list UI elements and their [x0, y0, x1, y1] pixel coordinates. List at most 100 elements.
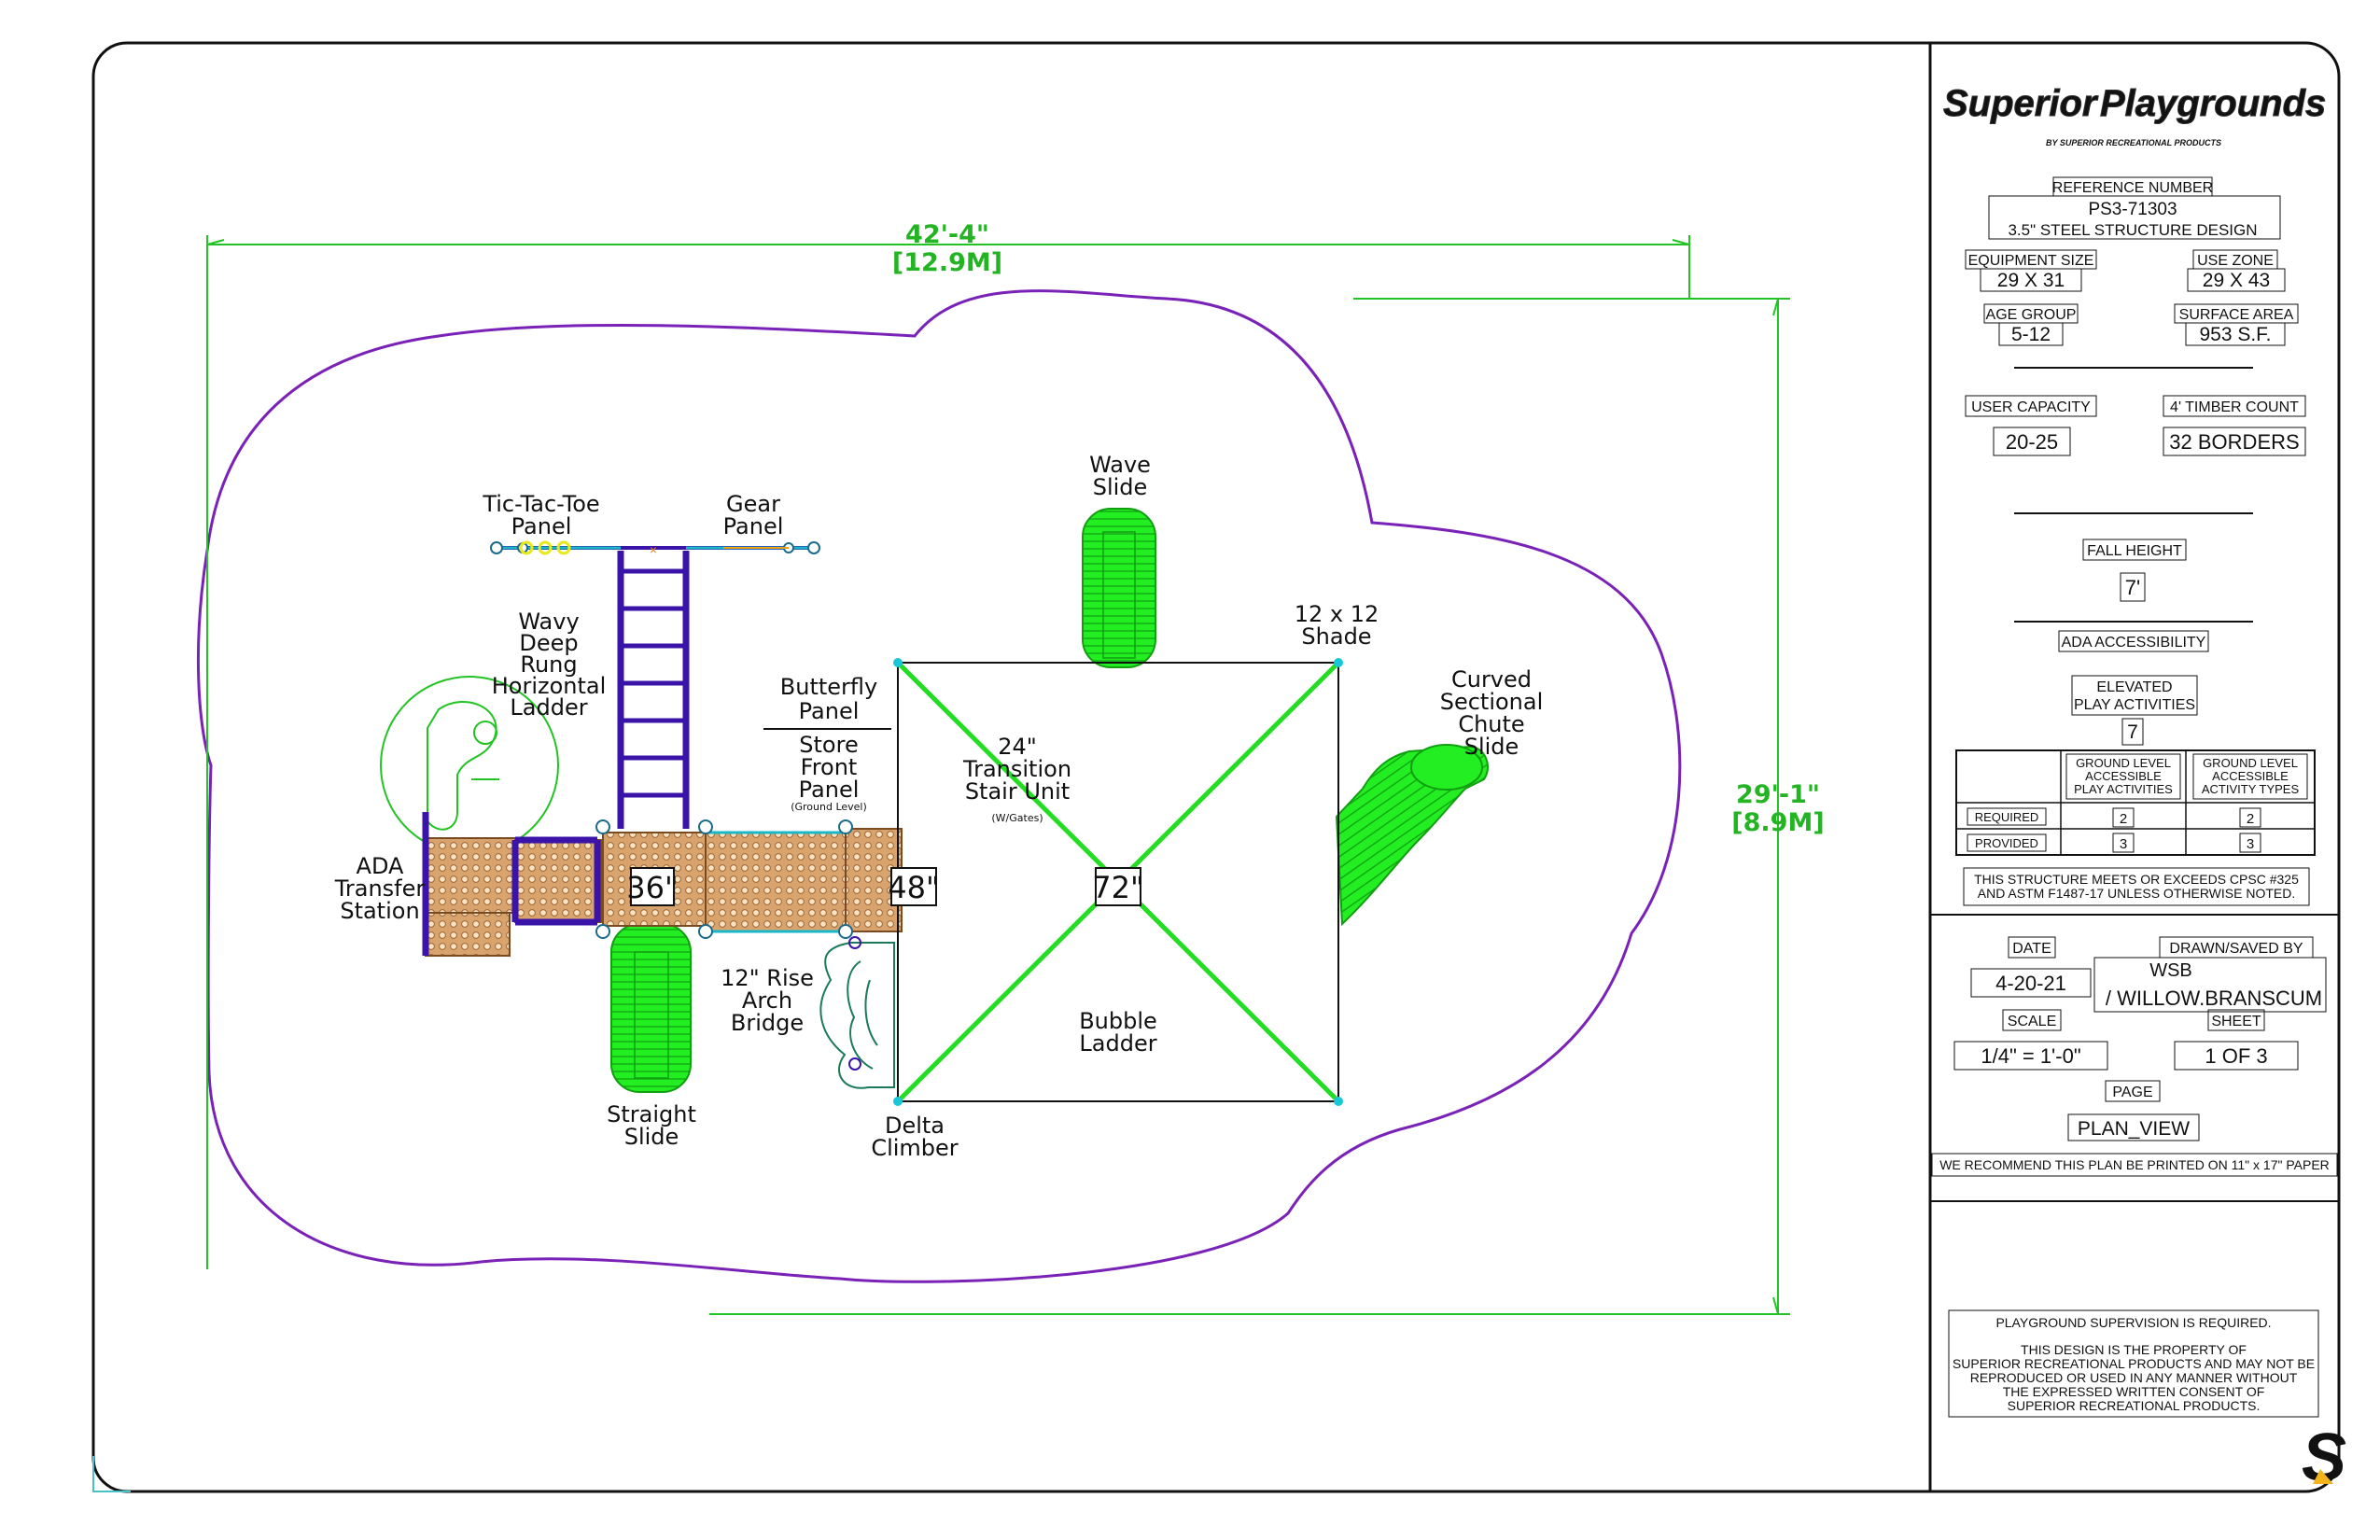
svg-text:Playgrounds: Playgrounds [2100, 83, 2326, 124]
svg-text:Ladder: Ladder [1079, 1030, 1156, 1057]
svg-text:Transition: Transition [962, 756, 1071, 782]
tb-surface-area: SURFACE AREA 953 S.F. [2174, 303, 2299, 346]
tb-activity-table: GROUND LEVEL ACCESSIBLE PLAY ACTIVITIES … [1955, 749, 2316, 856]
svg-text:Butterfly: Butterfly [780, 674, 877, 700]
straight-slide [610, 923, 692, 1093]
svg-text:Superior: Superior [1943, 83, 2099, 124]
svg-text:×: × [650, 542, 657, 557]
label-ada-transfer: ADA Transfer Station [334, 853, 426, 924]
label-delta-climber: Delta Climber [871, 1113, 958, 1161]
svg-text:Stair Unit: Stair Unit [965, 778, 1070, 805]
svg-text:PLAY ACTIVITIES: PLAY ACTIVITIES [2074, 782, 2173, 796]
label-tic-tac-toe: Tic-Tac-Toe Panel [482, 491, 599, 539]
svg-text:5-12: 5-12 [2011, 324, 2051, 345]
svg-text:Rung: Rung [520, 651, 577, 678]
tb-equipment-size: EQUIPMENT SIZE 29 X 31 [1965, 249, 2097, 292]
svg-text:1/4" = 1'-0": 1/4" = 1'-0" [1981, 1044, 2080, 1068]
steel-frame [422, 551, 690, 956]
svg-text:Chute: Chute [1458, 711, 1524, 737]
svg-text:GROUND LEVEL: GROUND LEVEL [2076, 756, 2171, 770]
svg-text:Wave: Wave [1089, 452, 1151, 478]
svg-text:SUPERIOR RECREATIONAL PRODUCTS: SUPERIOR RECREATIONAL PRODUCTS AND MAY N… [1953, 1356, 2315, 1371]
svg-text:12 x 12: 12 x 12 [1295, 601, 1379, 627]
width-dimension [206, 235, 1690, 1269]
svg-text:3.5" STEEL STRUCTURE DESIGN: 3.5" STEEL STRUCTURE DESIGN [2008, 221, 2257, 239]
svg-text:Arch: Arch [742, 987, 792, 1014]
tb-print-note: WE RECOMMEND THIS PLAN BE PRINTED ON 11"… [1931, 1153, 2338, 1177]
svg-text:WE RECOMMEND THIS PLAN BE PRIN: WE RECOMMEND THIS PLAN BE PRINTED ON 11"… [1939, 1157, 2330, 1172]
svg-text:ADA ACCESSIBILITY: ADA ACCESSIBILITY [2062, 635, 2206, 651]
svg-text:DATE: DATE [2012, 941, 2051, 957]
svg-text:Station: Station [340, 898, 419, 924]
svg-text:PS3-71303: PS3-71303 [2088, 200, 2177, 219]
svg-text:4-20-21: 4-20-21 [1995, 972, 2066, 995]
svg-text:WSB: WSB [2149, 960, 2192, 981]
width-dim-ft: 42'-4" [905, 220, 989, 249]
svg-text:ADA: ADA [357, 853, 404, 879]
label-straight-slide: Straight Slide [607, 1101, 696, 1150]
svg-text:THIS STRUCTURE MEETS OR EXCEED: THIS STRUCTURE MEETS OR EXCEEDS CPSC #32… [1974, 872, 2299, 887]
svg-text:Delta: Delta [885, 1113, 945, 1139]
svg-text:BY SUPERIOR RECREATIONAL PRODU: BY SUPERIOR RECREATIONAL PRODUCTS [2046, 138, 2221, 147]
deck-height-36: 36" [626, 867, 679, 906]
svg-text:Straight: Straight [607, 1101, 696, 1127]
sheet-border [91, 41, 2341, 1493]
svg-text:SUPERIOR RECREATIONAL PRODUCTS: SUPERIOR RECREATIONAL PRODUCTS. [2008, 1398, 2261, 1413]
width-dim-m: [12.9M] [892, 248, 1002, 277]
depth-dim-m: [8.9M] [1731, 808, 1824, 837]
label-wave-slide: Wave Slide [1089, 452, 1151, 500]
svg-text:Curved: Curved [1451, 666, 1532, 693]
tb-sheet: SHEET 1 OF 3 [2174, 1009, 2299, 1071]
svg-text:Bridge: Bridge [731, 1010, 804, 1036]
tb-cpsc-note: THIS STRUCTURE MEETS OR EXCEEDS CPSC #32… [1963, 867, 2310, 906]
svg-text:PLAY ACTIVITIES: PLAY ACTIVITIES [2074, 697, 2195, 713]
tb-user-capacity: USER CAPACITY 20-25 [1965, 395, 2097, 456]
svg-text:29 X 31: 29 X 31 [1997, 270, 2065, 291]
svg-text:(Ground Level): (Ground Level) [791, 801, 867, 813]
svg-text:Shade: Shade [1301, 623, 1371, 650]
svg-text:FALL HEIGHT: FALL HEIGHT [2087, 543, 2182, 559]
corner-s-logo: S [2302, 1421, 2346, 1495]
svg-text:REFERENCE NUMBER: REFERENCE NUMBER [2052, 180, 2213, 196]
tb-ada-accessibility: ADA ACCESSIBILITY ELEVATED PLAY ACTIVITI… [2058, 630, 2209, 746]
svg-text:THE EXPRESSED WRITTEN CONSENT: THE EXPRESSED WRITTEN CONSENT OF [2003, 1384, 2265, 1399]
tb-page: PAGE PLAN_VIEW [2067, 1080, 2200, 1141]
label-bubble-ladder: Bubble Ladder [1079, 1008, 1157, 1057]
svg-text:3: 3 [2247, 836, 2254, 852]
svg-text:Sectional: Sectional [1440, 689, 1544, 715]
svg-text:Transfer: Transfer [334, 875, 426, 902]
svg-text:3: 3 [2120, 836, 2127, 852]
label-shade: 12 x 12 Shade [1295, 601, 1379, 650]
svg-text:AND ASTM F1487-17 UNLESS OTHER: AND ASTM F1487-17 UNLESS OTHERWISE NOTED… [1978, 886, 2296, 901]
tb-property-note: PLAYGROUND SUPERVISION IS REQUIRED. THIS… [1948, 1309, 2319, 1418]
svg-text:4' TIMBER COUNT: 4' TIMBER COUNT [2170, 399, 2299, 415]
tb-age-group: AGE GROUP 5-12 [1983, 303, 2079, 346]
label-arch-bridge: 12" Rise Arch Bridge [721, 965, 814, 1036]
svg-text:12" Rise: 12" Rise [721, 965, 814, 991]
post-connectors [595, 819, 853, 939]
svg-text:GROUND LEVEL: GROUND LEVEL [2203, 756, 2298, 770]
depth-dimension [709, 298, 1790, 1315]
svg-text:Bubble: Bubble [1079, 1008, 1157, 1034]
tb-scale: SCALE 1/4" = 1'-0" [1953, 1009, 2108, 1071]
svg-text:1 OF 3: 1 OF 3 [2205, 1044, 2267, 1068]
svg-text:ACTIVITY TYPES: ACTIVITY TYPES [2202, 782, 2300, 796]
svg-text:Panel: Panel [511, 513, 572, 539]
label-store-front-panel: Store Front Panel (Ground Level) [791, 732, 867, 813]
svg-text:ACCESSIBLE: ACCESSIBLE [2085, 769, 2162, 783]
svg-text:REPRODUCED OR USED IN ANY MANN: REPRODUCED OR USED IN ANY MANNER WITHOUT [1970, 1370, 2298, 1385]
use-zone-outline [196, 289, 1682, 1283]
svg-text:THIS DESIGN IS THE PROPERTY OF: THIS DESIGN IS THE PROPERTY OF [2021, 1342, 2247, 1357]
svg-text:Gear: Gear [726, 491, 780, 517]
tb-drawn-by: DRAWN/SAVED BY WSB / WILLOW.BRANSCUM [2093, 936, 2327, 1013]
curved-chute-slide [1335, 744, 1489, 927]
svg-text:SHEET: SHEET [2211, 1014, 2261, 1029]
svg-text:953 S.F.: 953 S.F. [2199, 324, 2271, 345]
svg-text:29 X 43: 29 X 43 [2203, 270, 2270, 291]
svg-text:REQUIRED: REQUIRED [1975, 810, 2039, 824]
svg-text:24": 24" [998, 734, 1037, 760]
svg-text:20-25: 20-25 [2006, 430, 2058, 454]
svg-text:PROVIDED: PROVIDED [1975, 836, 2038, 850]
label-butterfly-panel: Butterfly Panel [763, 674, 891, 730]
panel-rail: × [490, 540, 820, 557]
